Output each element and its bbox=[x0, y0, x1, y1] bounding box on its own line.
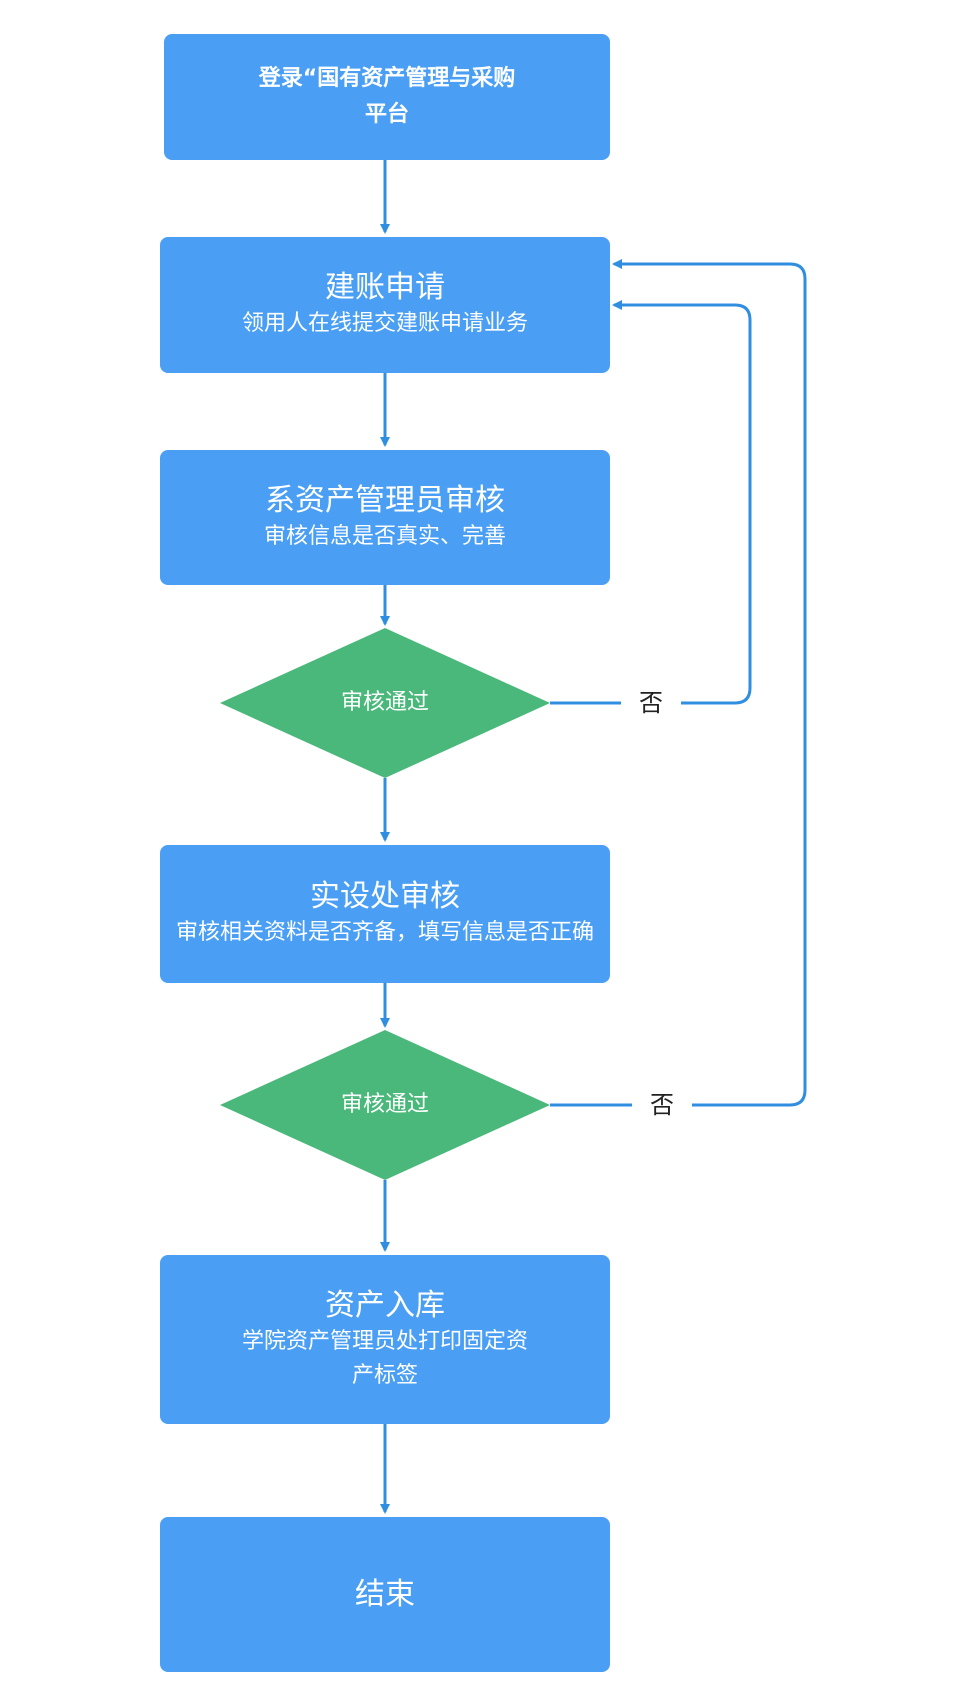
decision1-reject-label: 否 bbox=[621, 688, 681, 718]
decision2-reject-label: 否 bbox=[632, 1090, 692, 1120]
arrow-decision2-reject-loop bbox=[550, 259, 807, 1107]
apply-node-desc: 领用人在线提交建账申请业务 bbox=[241, 311, 528, 336]
decision1-label: 审核通过 bbox=[340, 690, 429, 715]
end-node: 结束 bbox=[160, 1517, 610, 1672]
apply-node-title: 建账申请 bbox=[325, 270, 445, 305]
storage-node: 资产入库 学院资产管理员处打印固定资 产标签 bbox=[160, 1255, 610, 1424]
storage-node-desc-line1: 学院资产管理员处打印固定资 bbox=[241, 1328, 528, 1354]
arrow-decision1-reject-loop bbox=[550, 300, 752, 705]
lab-review-node-title: 实设处审核 bbox=[310, 879, 460, 914]
decision-diamond-1 bbox=[220, 628, 550, 778]
dept-review-node: 系资产管理员审核 审核信息是否真实、完善 bbox=[160, 450, 610, 585]
storage-node-title: 资产入库 bbox=[325, 1287, 445, 1323]
lab-review-node-desc: 审核相关资料是否齐备，填写信息是否正确 bbox=[175, 920, 594, 945]
end-node-title: 结束 bbox=[355, 1576, 415, 1612]
login-node-line2: 平台 bbox=[364, 102, 409, 127]
login-node: 登录“国有资产管理与采购 平台 bbox=[164, 34, 610, 160]
dept-review-node-desc: 审核信息是否真实、完善 bbox=[263, 523, 506, 549]
storage-node-desc-line2: 产标签 bbox=[351, 1362, 418, 1388]
lab-review-node: 实设处审核 审核相关资料是否齐备，填写信息是否正确 bbox=[160, 845, 610, 983]
decision2-label: 审核通过 bbox=[340, 1092, 429, 1117]
login-node-line1: 登录“国有资产管理与采购 bbox=[258, 66, 516, 91]
decision-diamond-2 bbox=[220, 1030, 550, 1180]
apply-node: 建账申请 领用人在线提交建账申请业务 bbox=[160, 237, 610, 373]
dept-review-node-title: 系资产管理员审核 bbox=[265, 482, 505, 518]
